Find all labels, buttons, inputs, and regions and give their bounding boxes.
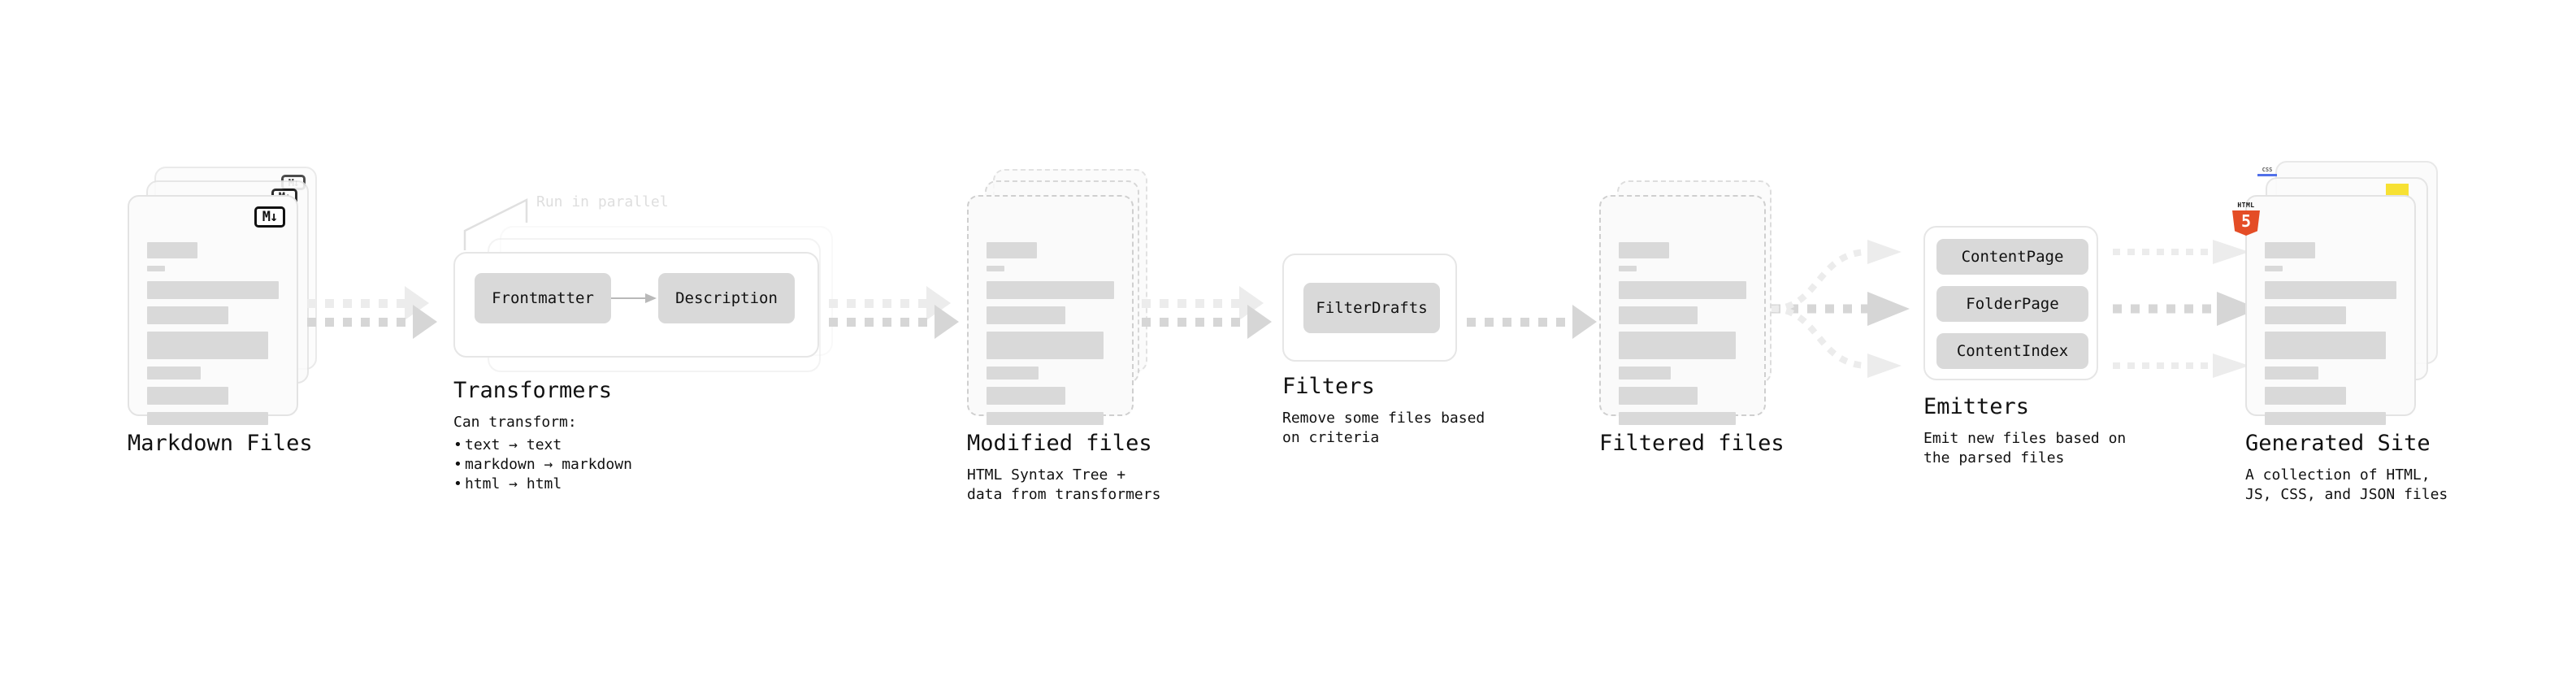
js-icon — [2386, 184, 2409, 197]
modified-skeleton — [987, 242, 1114, 432]
filters-caption: Filters Remove some files based on crite… — [1282, 374, 1485, 448]
arrow-filters-to-filtered — [1467, 305, 1601, 339]
transformer-chip-frontmatter[interactable]: Frontmatter — [475, 273, 611, 323]
transformer-flow-arrow — [611, 293, 657, 303]
modified-caption: Modified files HTML Syntax Tree + data f… — [967, 431, 1160, 505]
html5-icon: HTML 5 — [2232, 202, 2260, 236]
generated-card-front: HTML 5 — [2232, 195, 2416, 425]
filters-title: Filters — [1282, 374, 1375, 399]
transformers-bullet-1: markdown → markdown — [453, 455, 632, 475]
transformer-chip-description[interactable]: Description — [658, 273, 795, 323]
emitter-chip-contentpage[interactable]: ContentPage — [1936, 239, 2088, 275]
filtered-card-front — [1599, 195, 1766, 425]
arrow-transformers-to-modified — [829, 305, 963, 339]
modified-title: Modified files — [967, 431, 1152, 456]
run-in-parallel-label: Run in parallel — [536, 193, 669, 210]
emitters-title: Emitters — [1923, 394, 2030, 419]
generated-subtitle: A collection of HTML, JS, CSS, and JSON … — [2245, 466, 2448, 503]
transformers-bullet-0: text → text — [453, 436, 632, 455]
emitters-caption: Emitters Emit new files based on the par… — [1923, 394, 2126, 468]
transformers-subtitle: Can transform: — [453, 414, 577, 431]
arrow-emitters-to-generated — [2113, 240, 2259, 378]
transformers-caption: Transformers Can transform: text → text … — [453, 378, 632, 494]
emitter-chip-folderpage[interactable]: FolderPage — [1936, 286, 2088, 322]
css-icon-label: CSS — [2262, 167, 2273, 173]
transformers-title: Transformers — [453, 378, 613, 403]
css-icon: CSS — [2257, 167, 2277, 176]
filters-panel[interactable]: FilterDrafts — [1282, 254, 1457, 362]
modified-subtitle: HTML Syntax Tree + data from transformer… — [967, 466, 1161, 503]
run-in-parallel-bracket — [463, 197, 528, 250]
markdown-icon: M↓ — [254, 206, 285, 228]
generated-skeleton — [2265, 242, 2396, 432]
filtered-title: Filtered files — [1599, 431, 1785, 456]
generated-caption: Generated Site A collection of HTML, JS,… — [2245, 431, 2448, 505]
markdown-card-front: M↓ — [128, 195, 298, 425]
modified-card-front — [967, 195, 1134, 425]
filters-subtitle: Remove some files based on criteria — [1282, 410, 1485, 446]
emitters-panel[interactable]: ContentPage FolderPage ContentIndex — [1923, 226, 2098, 380]
transformers-bullet-2: html → html — [453, 475, 632, 494]
arrow-filtered-to-emitters — [1772, 240, 1910, 378]
generated-title: Generated Site — [2245, 431, 2431, 456]
filtered-caption: Filtered files — [1599, 431, 1785, 456]
filtered-skeleton — [1619, 242, 1746, 432]
arrow-modified-to-filters — [1142, 305, 1276, 339]
html5-icon-word: HTML — [2237, 202, 2255, 209]
emitter-chip-contentindex[interactable]: ContentIndex — [1936, 333, 2088, 369]
markdown-title: Markdown Files — [128, 431, 313, 456]
filter-chip-filterdrafts[interactable]: FilterDrafts — [1303, 283, 1440, 333]
emitters-subtitle: Emit new files based on the parsed files — [1923, 430, 2127, 466]
html5-icon-digit: 5 — [2240, 211, 2252, 231]
markdown-caption: Markdown Files — [128, 431, 313, 456]
transformers-panel-front[interactable]: Frontmatter Description — [453, 252, 819, 358]
markdown-skeleton — [147, 242, 279, 432]
transformers-bullet-list: text → text markdown → markdown html → h… — [453, 436, 632, 494]
arrow-markdown-to-transformers — [307, 305, 441, 339]
